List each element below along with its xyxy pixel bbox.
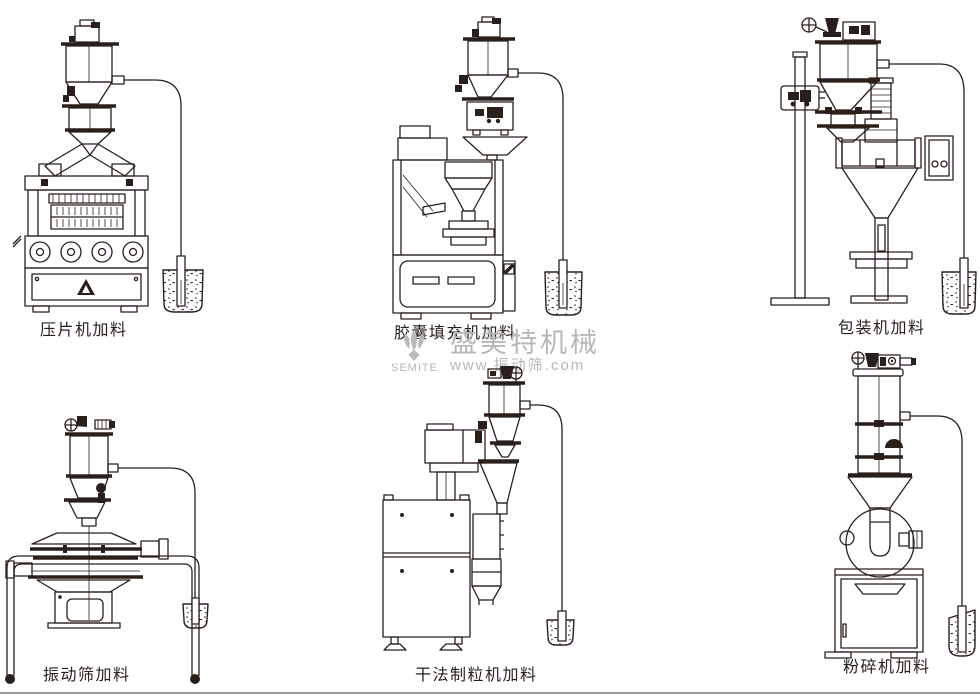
caster-wheel — [5, 674, 15, 684]
vacuum-feeder — [475, 366, 531, 458]
suction-hose — [118, 467, 196, 600]
vacuum-feeder — [64, 416, 119, 527]
suction-lance — [959, 257, 969, 309]
suction-hose — [910, 415, 963, 612]
vacuum-feeder — [455, 16, 519, 101]
diagram-tablet-press — [12, 19, 204, 313]
caption-vibrating-sieve: 振动筛加料 — [43, 667, 131, 684]
auger-motor — [864, 77, 898, 143]
suction-lance — [957, 605, 967, 653]
diagram-packaging-machine — [770, 17, 977, 315]
material-bag — [162, 255, 204, 313]
caption-pulverizer: 粉碎机加料 — [843, 659, 931, 676]
caption-dry-granulator: 干法制粒机加料 — [415, 667, 538, 684]
support-stand — [770, 51, 830, 306]
caster-wheel — [190, 674, 200, 684]
tablet-press-body — [12, 175, 149, 313]
caption-tablet-press: 压片机加料 — [40, 322, 128, 339]
watermark: SEMITE 盛美特机械 www.振动筛.com — [391, 329, 600, 374]
caption-packaging-machine: 包装机加料 — [838, 320, 926, 337]
suction-lance — [557, 610, 567, 642]
inlet-chute — [462, 136, 528, 156]
watermark-latin: SEMITE — [391, 362, 438, 374]
material-bag — [544, 259, 583, 316]
vacuum-feeder — [847, 351, 916, 523]
suction-hose — [530, 404, 563, 613]
semite-logo-icon — [404, 329, 425, 361]
material-bag — [546, 610, 575, 646]
pedestal — [849, 217, 913, 304]
filler-drum — [835, 135, 954, 219]
bottom-rule — [0, 692, 980, 694]
granulator-feed — [424, 423, 519, 605]
suction-hose — [124, 79, 182, 258]
diagram-capsule-filler — [392, 16, 583, 320]
material-bag — [941, 257, 977, 315]
granulator-cabinet — [382, 494, 471, 651]
diagram-dry-granulator — [382, 366, 575, 651]
diagram-pulverizer — [824, 351, 976, 659]
watermark-url: www.振动筛.com — [449, 357, 586, 374]
mill-body — [839, 508, 923, 578]
feeder-controller — [466, 101, 514, 136]
capsule-machine-body — [392, 125, 516, 320]
material-bag — [182, 597, 209, 629]
suction-lance — [191, 597, 200, 625]
material-scoop — [948, 605, 976, 657]
vacuum-feeder — [61, 19, 125, 145]
suction-hose — [889, 63, 965, 262]
diagram-vibrating-sieve — [5, 416, 209, 684]
y-splitter — [38, 143, 136, 177]
mill-stand — [824, 568, 924, 659]
vacuum-feeder — [801, 17, 890, 143]
suction-hose — [518, 72, 564, 262]
watermark-brand: 盛美特机械 — [449, 328, 600, 358]
sieve-body — [5, 526, 169, 629]
